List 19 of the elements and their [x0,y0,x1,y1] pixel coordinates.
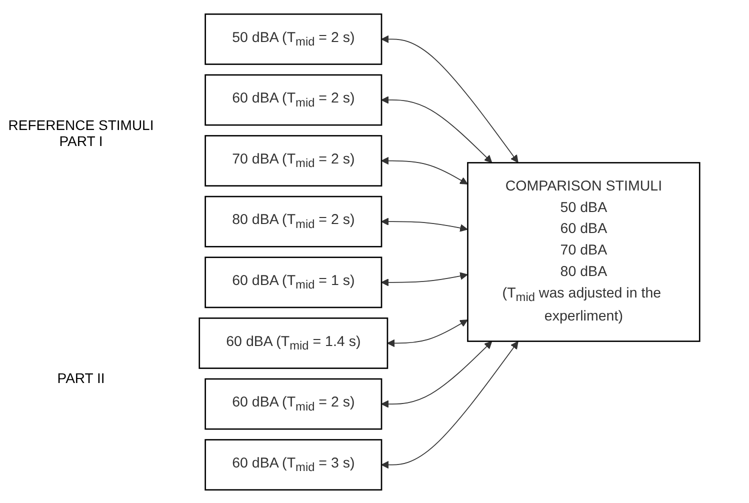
node-box: COMPARISON STIMULI 50 dBA 60 dBA 70 dBA 80 dBA (T$_{mid}$ was adjusted in the experliment) [467,162,700,342]
node-box: 60 dBA (T$_{mid}$ = 3 s) [204,438,382,490]
node-box: 70 dBA (T$_{mid}$ = 2 s) [204,134,382,186]
node-box: 60 dBA (T$_{mid}$ = 1.4 s) [198,316,388,368]
node-box: 60 dBA (T$_{mid}$ = 1 s) [204,256,382,308]
node-box: 50 dBA (T$_{mid}$ = 2 s) [204,12,382,64]
node-box: 80 dBA (T$_{mid}$ = 2 s) [204,195,382,247]
arrow [381,340,492,408]
node-box: 60 dBA (T$_{mid}$ = 2 s) [204,74,382,126]
group-heading: REFERENCE STIMULI PART I [7,116,155,149]
arrow [381,34,518,162]
arrow [381,272,468,286]
arrow [381,340,518,468]
arrow [381,156,468,184]
arrow [381,217,468,232]
node-box: 60 dBA (T$_{mid}$ = 2 s) [204,378,382,430]
arrow [387,319,468,347]
arrow [381,96,492,162]
group-heading: PART II [56,370,106,386]
